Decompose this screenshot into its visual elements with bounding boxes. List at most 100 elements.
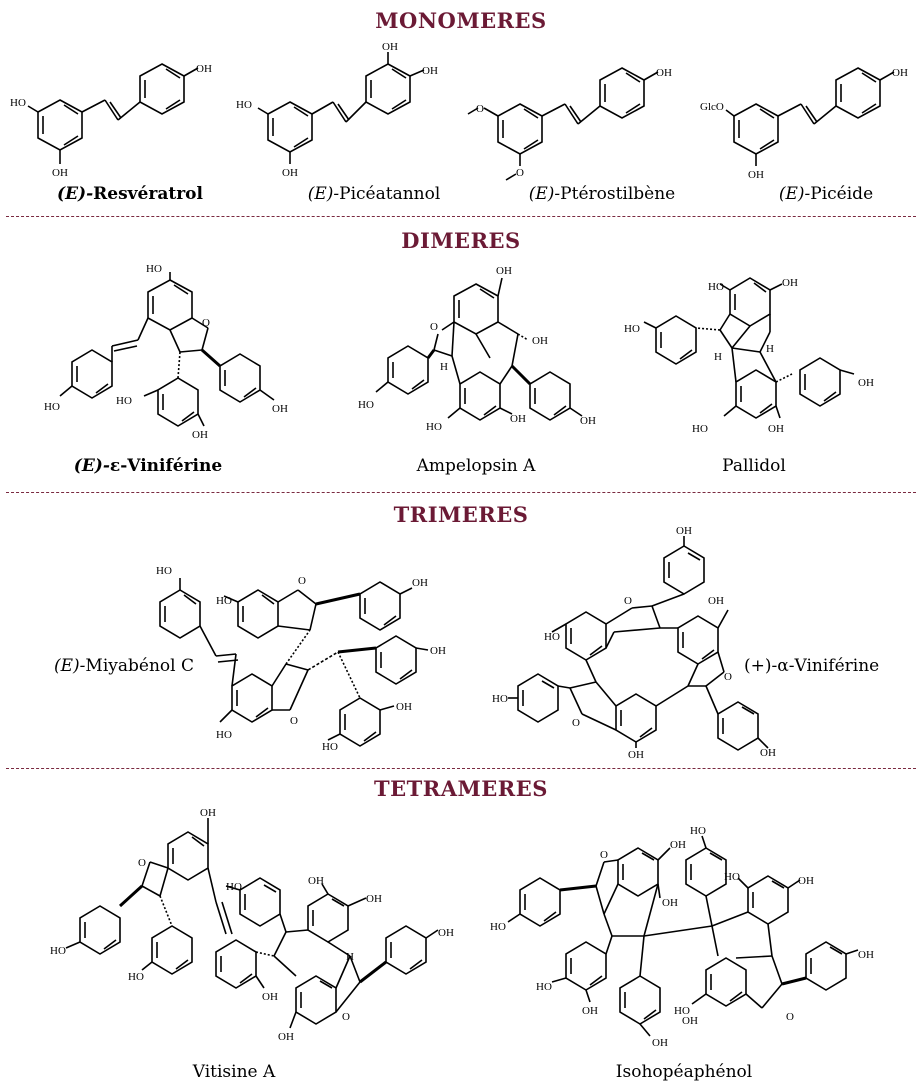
atom-oh: OH (682, 1015, 698, 1027)
atom-o: O (202, 317, 210, 329)
atom-ho: HO (692, 423, 708, 435)
label-piceatannol: (E)-Picéatannol (307, 184, 441, 204)
atom-oh: OH (308, 875, 324, 887)
atom-h: H (766, 343, 774, 355)
atom-ho: HO (358, 399, 374, 411)
atom-oh: OH (662, 897, 678, 909)
atom-oh: OH (670, 839, 686, 851)
atom-oh: OH (768, 423, 784, 435)
atom-oh: OH (858, 949, 874, 961)
label-alpha-viniferine: (+)-α-Viniférine (744, 656, 880, 676)
atom-oh: OH (656, 67, 672, 79)
atom-ho: HO (156, 565, 172, 577)
atom-ho: HO (128, 971, 144, 983)
section-title-monomeres: MONOMERES (375, 8, 547, 33)
atom-oh: OH (580, 415, 596, 427)
atom-oh: OH (858, 377, 874, 389)
atom-oh: OH (278, 1031, 294, 1043)
atom-o: O (624, 595, 632, 607)
label-pallidol: Pallidol (722, 456, 786, 476)
atom-oh: OH (262, 991, 278, 1003)
atom-oh: OH (196, 63, 212, 75)
atom-oh: OH (676, 525, 692, 537)
atom-oh: OH (272, 403, 288, 415)
atom-ho: HO (226, 881, 242, 893)
atom-ho: HO (724, 871, 740, 883)
atom-oh: OH (582, 1005, 598, 1017)
atom-oh: OH (200, 807, 216, 819)
atom-ho: HO (216, 729, 232, 741)
molecule-miyabenol-c: HO HO O OH OH O OH HO HO (156, 565, 446, 753)
atom-oh: OH (412, 577, 428, 589)
atom-ho: HO (708, 281, 724, 293)
molecule-isohopeaphenol: HO O OH HO OH HO OH HO OH HO OH O OH OH (490, 825, 874, 1049)
section-divider (6, 216, 916, 217)
atom-oh: OH (510, 413, 526, 425)
atom-oh: OH (192, 429, 208, 441)
atom-o: O (786, 1011, 794, 1023)
atom-oh: OH (496, 265, 512, 277)
atom-ho: HO (544, 631, 560, 643)
atom-oh: OH (52, 167, 68, 179)
atom-oh: OH (708, 595, 724, 607)
atom-ho: HO (322, 741, 338, 753)
atom-ho: HO (536, 981, 552, 993)
atom-oh: OH (396, 701, 412, 713)
atom-oh: OH (438, 927, 454, 939)
label-e-viniferine: (E)-ε-Viniférine (73, 456, 223, 476)
label-pterostilbene: (E)-Ptérostilbène (528, 184, 676, 204)
atom-h: H (346, 951, 354, 963)
molecule-vitisine-a: OH O HO OH OH HO OH H HO OH O OH (50, 807, 454, 1043)
atom-o: O (600, 849, 608, 861)
label-isohopeaphenol: Isohopéaphénol (615, 1062, 753, 1082)
atom-ho: HO (426, 421, 442, 433)
atom-oh: OH (422, 65, 438, 77)
atom-ho: HO (236, 99, 252, 111)
label-resveratrol: (E)-Resvératrol (57, 184, 203, 204)
label-vitisine-a: Vitisine A (192, 1062, 276, 1082)
atom-o: O (476, 103, 484, 115)
atom-o: O (342, 1011, 350, 1023)
atom-oh: OH (366, 893, 382, 905)
atom-ho: HO (216, 595, 232, 607)
atom-oh: OH (652, 1037, 668, 1049)
atom-o: O (298, 575, 306, 587)
atom-o: O (430, 321, 438, 333)
atom-oh: OH (798, 875, 814, 887)
atom-ho: HO (146, 263, 162, 275)
molecule-piceide: OH GlcO OH (700, 67, 908, 181)
atom-ho: HO (50, 945, 66, 957)
molecule-ampelopsin-a: OH O OH H HO OH HO OH (358, 265, 596, 433)
molecule-piceatannol: OH OH HO OH (236, 41, 438, 179)
atom-ho: HO (116, 395, 132, 407)
atom-oh: OH (282, 167, 298, 179)
molecule-alpha-viniferine: OH O OH HO O HO O OH OH (492, 525, 776, 761)
section-title-dimeres: DIMERES (401, 228, 521, 253)
atom-ho: HO (492, 693, 508, 705)
atom-glco: GlcO (700, 101, 724, 113)
atom-oh: OH (430, 645, 446, 657)
atom-oh: OH (748, 169, 764, 181)
section-divider (6, 768, 916, 769)
atom-o: O (724, 671, 732, 683)
atom-ho: HO (674, 1005, 690, 1017)
atom-ho: HO (44, 401, 60, 413)
atom-ho: HO (10, 97, 26, 109)
atom-ho: HO (490, 921, 506, 933)
atom-oh: OH (532, 335, 548, 347)
section-title-tetrameres: TETRAMERES (374, 776, 548, 801)
atom-o: O (290, 715, 298, 727)
atom-oh: OH (760, 747, 776, 759)
label-piceide: (E)-Picéide (778, 184, 874, 204)
label-miyabenol-c: (E)-Miyabénol C (54, 656, 194, 676)
atom-oh: OH (892, 67, 908, 79)
molecule-e-viniferine: HO O HO HO OH OH (44, 263, 288, 441)
atom-o: O (572, 717, 580, 729)
molecule-resveratrol: OH HO OH (10, 63, 212, 179)
atom-oh: OH (782, 277, 798, 289)
atom-h: H (714, 351, 722, 363)
section-divider (6, 492, 916, 493)
molecule-pterostilbene: OH O O (467, 67, 672, 181)
atom-h: H (440, 361, 448, 373)
atom-oh: OH (382, 41, 398, 53)
